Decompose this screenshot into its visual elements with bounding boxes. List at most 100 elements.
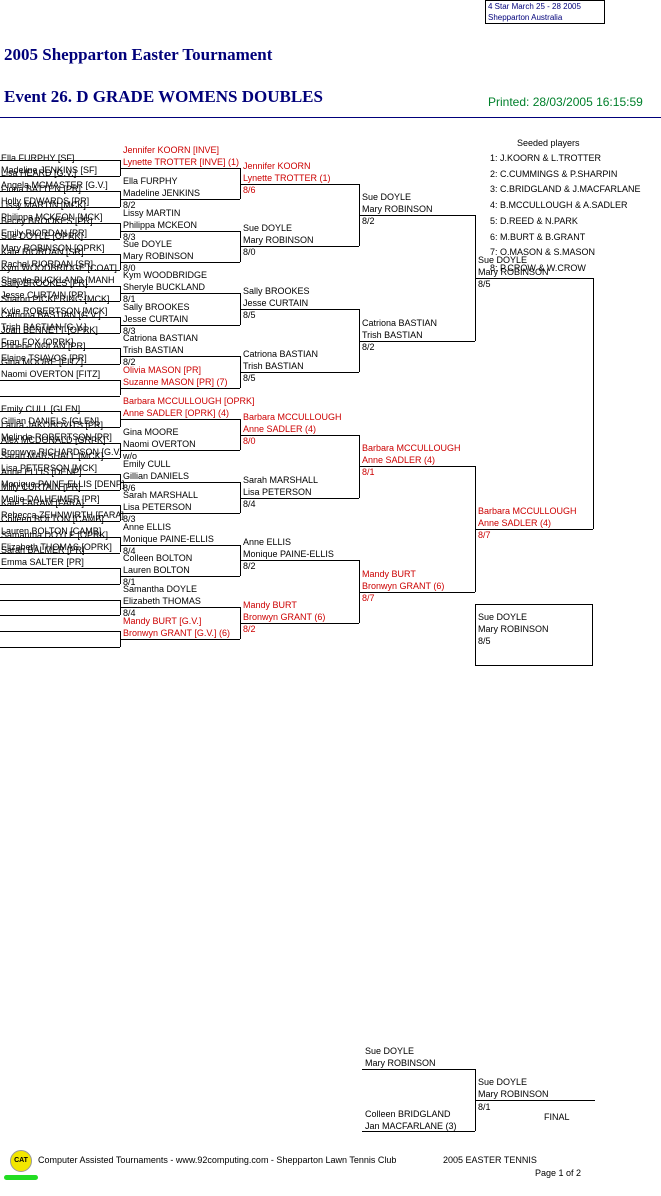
round4-player-2: Trish BASTIAN	[362, 329, 423, 340]
round2-player-1: Emily CULL	[123, 458, 171, 469]
round1-player-2: Emily RIORDAN [PR]	[1, 227, 88, 238]
round2-line	[120, 356, 240, 358]
round1-player-1: Fiona BATTEN [PR]	[1, 184, 81, 195]
seed-entry: 3: C.BRIDGLAND & J.MACFARLANE	[490, 184, 641, 195]
round3-line	[240, 183, 359, 185]
final-top-line	[362, 1069, 475, 1070]
seed-entry: 7: O.MASON & S.MASON	[490, 247, 596, 258]
round1-connector	[120, 505, 121, 522]
round2-score: 8/0	[123, 263, 136, 274]
round2-line	[120, 262, 240, 264]
round5-player-1: Sue DOYLE	[478, 254, 528, 265]
info-line-1: 4 Star March 25 - 28 2005	[488, 2, 581, 11]
seed-entry: 8: P.CROW & W.CROW	[490, 262, 586, 273]
round4-score: 8/7	[362, 592, 375, 603]
round1-line	[0, 411, 120, 413]
round5-score: 8/5	[478, 278, 491, 289]
round2-connector	[240, 293, 241, 325]
round1-connector	[120, 411, 121, 427]
round1-line	[0, 238, 120, 240]
round2-player-1: Colleen BOLTON	[123, 553, 193, 564]
round2-line	[120, 293, 240, 295]
final-winner-player-2: Mary ROBINSON	[478, 1089, 549, 1099]
round3-line	[240, 246, 359, 248]
round3-player-1: Sue DOYLE	[243, 223, 293, 234]
footer-text: Computer Assisted Tournaments - www.92co…	[38, 1155, 397, 1165]
round3-line	[240, 497, 359, 499]
round1-player-1: Milly CURTAIN [PR]	[1, 482, 81, 493]
round4-player-1: Sue DOYLE	[362, 191, 412, 202]
round1-player-1: Kym WOODBRIDGE [COAT]	[1, 262, 117, 273]
round2-player-1: Ella FURPHY	[123, 176, 178, 187]
round1-player-2: Sheryle BUCKLAND [MANH	[1, 274, 115, 285]
round3-score: 8/2	[243, 561, 256, 572]
round2-connector	[240, 607, 241, 639]
round1-connector	[120, 568, 121, 584]
round2-score: 8/6	[123, 482, 136, 493]
round3-score: 8/5	[243, 372, 256, 383]
round3-score: 8/6	[243, 184, 256, 195]
round1-player-2: Bronwyn RICHARDSON [G.V.	[1, 447, 122, 458]
round2-player-1: Anne ELLIS	[123, 521, 172, 532]
round1-line	[0, 631, 120, 632]
round4-connector	[475, 214, 476, 341]
final-bottom-player-2: Jan MACFARLANE (3)	[365, 1121, 457, 1131]
round1-line	[0, 583, 120, 585]
round2-player-1: Sue DOYLE	[123, 239, 173, 250]
round3-score: 8/0	[243, 247, 256, 258]
round2-score: 8/4	[123, 545, 136, 556]
round1-player-2: Elaine TSIAVOS [PR]	[1, 353, 87, 364]
round2-player-1: Barbara MCCULLOUGH [OPRK]	[123, 396, 255, 407]
round2-player-2: Anne SADLER [OPRK] (4)	[123, 408, 230, 419]
final-winner-score: 8/1	[478, 1102, 491, 1112]
round4-player-1: Catriona BASTIAN	[362, 317, 438, 328]
round3-line	[240, 623, 359, 625]
round2-score: 8/3	[123, 514, 136, 525]
round1-line	[0, 285, 120, 287]
round1-line	[0, 364, 120, 366]
round1-line	[0, 552, 120, 554]
round1-line	[0, 442, 120, 444]
round2-player-2: Philippa MCKEON	[123, 219, 198, 230]
round2-line	[120, 481, 240, 483]
round1-player-1: Sharon PICKERING [MCK]	[1, 294, 110, 304]
tournament-title: 2005 Shepparton Easter Tournament	[4, 45, 273, 64]
round2-connector	[240, 419, 241, 451]
round1-connector	[120, 348, 121, 365]
round3-player-2: Bronwyn GRANT (6)	[243, 612, 326, 623]
round1-player-2: Lisa PETERSON [MCK]	[1, 463, 98, 473]
round3-player-1: Catriona BASTIAN	[243, 348, 319, 359]
round3-line	[240, 560, 359, 562]
round4-line	[359, 214, 475, 216]
round2-connector	[240, 481, 241, 514]
round4-score: 8/2	[362, 341, 375, 352]
round2-player-1: Sarah MARSHALL	[123, 490, 199, 501]
round3-line	[240, 434, 359, 436]
round3-line	[240, 309, 359, 311]
round2-line	[120, 576, 240, 578]
round2-connector	[240, 167, 241, 200]
round2-line	[120, 387, 240, 389]
round1-player-2: Elizabeth THOMAS [OPRK]	[1, 541, 112, 552]
round1-player-1: Kate RIORDAN [SR]	[1, 246, 84, 257]
round2-player-2: Trish BASTIAN	[123, 345, 184, 356]
round4-score: 8/2	[362, 215, 375, 226]
final-top-player-2: Mary ROBINSON	[365, 1058, 436, 1068]
round1-player-1: Phoebe NOLAN [PR]	[1, 341, 86, 352]
round2-score: 8/4	[123, 608, 136, 619]
round2-player-1: Lissy MARTIN	[123, 207, 181, 218]
round1-player-2: Mellie DALHEIMER [PR]	[1, 494, 100, 505]
round1-player-1: Ella FURPHY [SF]	[1, 152, 75, 163]
round1-player-2: Mary ROBINSON [OPRK]	[1, 243, 105, 254]
round1-line	[0, 536, 120, 538]
round3-player-2: Monique PAINE-ELLIS	[243, 549, 334, 560]
round2-player-2: Sheryle BUCKLAND	[123, 282, 206, 293]
semi-final-box	[475, 604, 593, 666]
footer-page: Page 1 of 2	[535, 1168, 582, 1178]
round2-player-1: Olivia MASON [PR]	[123, 364, 202, 375]
round1-player-1: Samantha DOYLE [OPRK]	[1, 529, 109, 540]
round3-player-2: Jesse CURTAIN	[243, 298, 309, 309]
round3-connector	[359, 560, 360, 624]
final-bottom-line	[362, 1131, 475, 1132]
round2-player-1: Gina MOORE	[123, 427, 179, 438]
